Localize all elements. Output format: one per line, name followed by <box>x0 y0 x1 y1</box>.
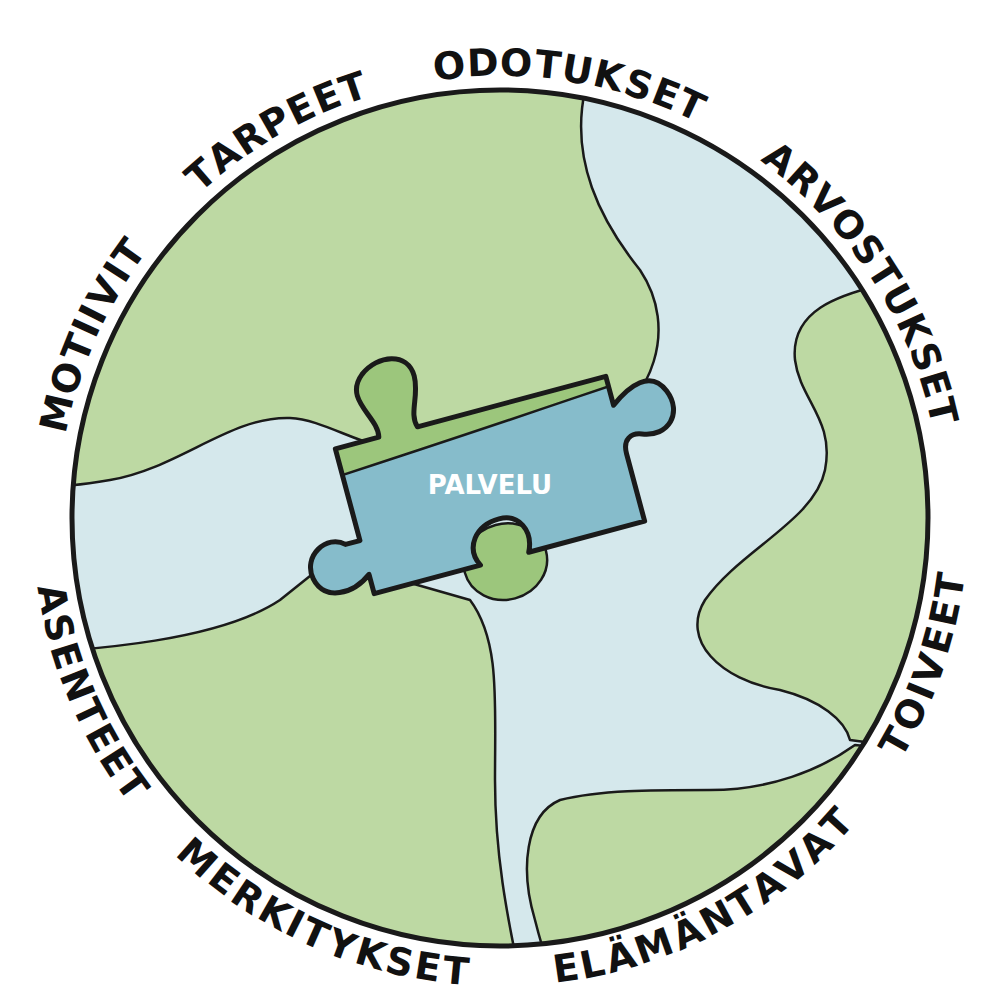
arc-letter: O <box>430 45 468 87</box>
node-label: PALVELU <box>428 471 552 500</box>
arc-label: MOTIIVIT <box>29 226 158 442</box>
arc-label: ELÄMÄNTAVAT <box>537 796 865 997</box>
arc-label: ARVOSTUKSET <box>751 130 971 439</box>
arc-label: TARPEET <box>172 59 381 204</box>
arc-label: TOIVEET <box>868 557 979 770</box>
arc-label: ODOTUKSET <box>420 35 719 134</box>
arc-letter: T <box>929 569 971 602</box>
arc-label: ASENTEET <box>24 570 161 814</box>
arc-label: MERKITYKSET <box>169 829 485 999</box>
arc-letter: T <box>440 951 471 992</box>
arc-letter: T <box>532 45 564 86</box>
arc-letter: D <box>465 44 500 83</box>
arc-letter: E <box>411 946 445 988</box>
puzzle-node: PALVELU <box>270 325 710 645</box>
arc-letter: O <box>499 44 535 83</box>
